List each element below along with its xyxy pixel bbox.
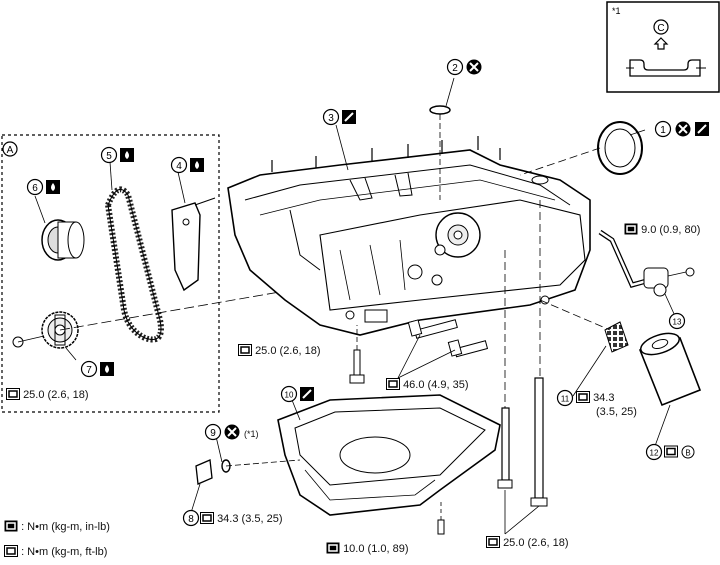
svg-text:B: B xyxy=(685,449,690,458)
torque-in-lb-icon xyxy=(326,542,340,554)
inset-tag: *1 xyxy=(612,6,621,16)
torque-9: 9.0 (0.9, 80) xyxy=(624,223,700,236)
callout-3: 3 xyxy=(322,108,362,131)
group-a-label: A xyxy=(7,145,14,156)
legend-in-lb: : N•m (kg-m, in-lb) xyxy=(4,520,110,533)
svg-text:3: 3 xyxy=(328,113,334,124)
svg-text:9: 9 xyxy=(210,428,216,439)
filter-marks: B xyxy=(664,445,704,462)
view-c-circle xyxy=(653,19,669,35)
svg-text:7: 7 xyxy=(86,365,92,376)
torque-center-top: 25.0 (2.6, 18) xyxy=(238,344,321,357)
drain-plug xyxy=(195,459,231,485)
long-studs xyxy=(497,200,548,507)
svg-text:1: 1 xyxy=(660,125,666,136)
arrow-up-icon xyxy=(653,37,669,50)
torque-bottom: 25.0 (2.6, 18) xyxy=(486,536,569,549)
torque-11-b: (3.5, 25) xyxy=(596,406,637,418)
torque-11-a: 34.3 xyxy=(576,391,614,404)
torque-ft-lb-icon xyxy=(238,344,252,356)
idler-sprocket xyxy=(41,219,85,261)
svg-text:2: 2 xyxy=(452,63,458,74)
callout-11: 11 xyxy=(556,389,576,412)
front-cover-housing xyxy=(227,149,591,336)
note-9: (*1) xyxy=(244,429,259,439)
torque-ft-lb-icon xyxy=(4,545,18,557)
bolts-46 xyxy=(407,319,489,358)
callout-7: 7 xyxy=(80,360,120,383)
callout-4: 4 xyxy=(170,156,210,179)
callout-5: 5 xyxy=(100,146,140,169)
torque-10: 10.0 (1.0, 89) xyxy=(326,542,409,555)
svg-text:8: 8 xyxy=(188,514,194,525)
inset-box: *1 C xyxy=(606,1,720,93)
torque-ft-lb-icon xyxy=(200,512,214,524)
callout-1-icons: 1 xyxy=(654,120,709,138)
callout-12: 12 xyxy=(645,443,665,466)
callout-8: 8 xyxy=(182,509,202,532)
svg-text:13: 13 xyxy=(673,318,682,327)
filter-marks-icons: B xyxy=(664,445,695,459)
svg-text:5: 5 xyxy=(106,151,112,162)
view-c-letter: C xyxy=(657,23,664,34)
torque-ft-lb-icon xyxy=(576,391,590,403)
callout-6: 6 xyxy=(26,178,66,201)
filter-connector xyxy=(604,321,629,353)
group-a-box: A xyxy=(1,134,220,413)
pan-bolt xyxy=(437,519,445,535)
torque-46: 46.0 (4.9, 35) xyxy=(386,378,469,391)
callout-1: 1 xyxy=(654,120,714,143)
svg-text:10: 10 xyxy=(285,391,294,400)
svg-text:11: 11 xyxy=(561,395,570,404)
front-oil-seal xyxy=(597,121,643,175)
callout-2: 2 xyxy=(446,58,486,81)
callout-13: 13 xyxy=(668,312,688,335)
svg-text:6: 6 xyxy=(32,183,38,194)
callout-9: 9 xyxy=(204,423,244,446)
chain-tensioner xyxy=(171,202,201,292)
seal-profile xyxy=(629,59,701,77)
block-studs xyxy=(271,136,501,172)
oil-cooler-pipe xyxy=(598,229,695,297)
torque-ft-lb-icon xyxy=(486,536,500,548)
callout-10: 10 xyxy=(280,385,320,408)
torque-8: 34.3 (3.5, 25) xyxy=(200,512,283,525)
o-ring xyxy=(429,105,451,115)
svg-text:4: 4 xyxy=(176,161,182,172)
torque-sprocket: 25.0 (2.6, 18) xyxy=(6,388,89,401)
center-bolt xyxy=(349,349,365,384)
svg-text:12: 12 xyxy=(650,449,659,458)
torque-ft-lb-icon xyxy=(386,378,400,390)
torque-ft-lb-icon xyxy=(6,388,20,400)
torque-in-lb-icon xyxy=(4,520,18,532)
oil-pan xyxy=(277,394,501,516)
legend-ft-lb: : N•m (kg-m, ft-lb) xyxy=(4,545,107,558)
torque-in-lb-icon xyxy=(624,223,638,235)
oil-filter xyxy=(638,332,702,407)
